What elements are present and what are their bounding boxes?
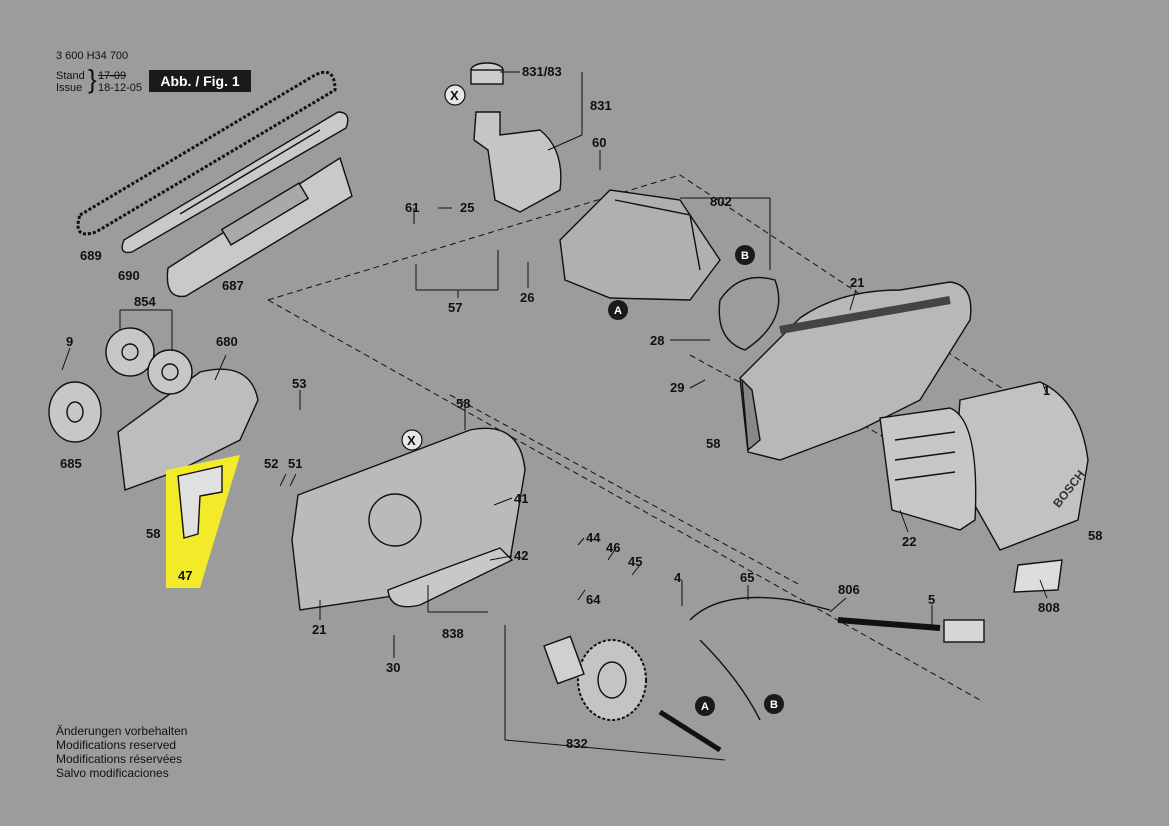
part-label-41: 41 [514,491,528,506]
part-label-47: 47 [178,568,192,583]
part-label-30: 30 [386,660,400,675]
part-label-65: 65 [740,570,754,585]
guide-bar-part [121,111,349,254]
part-label-26: 26 [520,290,534,305]
marker-b-harness: B [764,694,784,714]
footer-line-en: Modifications reserved [56,738,177,752]
part-label-1: 1 [1043,383,1050,398]
part-label-51: 51 [288,456,302,471]
part-label-58-c: 58 [706,436,720,451]
part-label-806: 806 [838,582,860,597]
svg-text:X: X [407,433,416,448]
motor-assembly-part [559,189,721,301]
part-label-58-a: 58 [456,396,470,411]
brace-glyph: } [88,64,97,94]
part-label-46: 46 [606,540,620,555]
gear-assembly-part [543,635,722,753]
issue-date: 18-12-05 [98,82,143,94]
issue-label: Issue [56,82,83,94]
highlighted-part-47 [166,455,240,588]
footer-line-fr: Modifications réservées [56,752,183,766]
svg-text:B: B [741,250,749,262]
part-label-831: 831 [590,98,612,113]
svg-text:X: X [450,88,459,103]
gasket-part [718,276,780,351]
figure-badge: Abb. / Fig. 1 [149,70,251,92]
footer-line-de: Änderungen vorbehalten [56,724,188,738]
part-label-802: 802 [710,194,732,209]
part-label-832: 832 [566,736,588,751]
part-label-838: 838 [442,626,464,641]
svg-text:B: B [770,699,778,711]
part-label-4: 4 [674,570,682,585]
leader-lines [61,71,1048,761]
part-label-52: 52 [264,456,278,471]
part-label-21-right: 21 [850,275,864,290]
stand-label: Stand [56,70,85,82]
part-label-831-83: 831/83 [522,64,562,79]
part-label-685: 685 [60,456,82,471]
part-label-53: 53 [292,376,306,391]
part-label-680: 680 [216,334,238,349]
chain-guard-part [166,156,353,298]
part-label-45: 45 [628,554,642,569]
part-label-25: 25 [460,200,474,215]
part-label-9: 9 [66,334,73,349]
part-label-58-d: 58 [1088,528,1102,543]
part-label-57: 57 [448,300,462,315]
part-label-22: 22 [902,534,916,549]
svg-text:A: A [614,305,622,317]
saw-chain-part [76,70,337,236]
oil-tank-part [470,62,562,213]
marker-b-motor: B [735,245,755,265]
part-label-808: 808 [1038,600,1060,615]
part-label-42: 42 [514,548,528,563]
sprocket-cover-part [117,368,259,491]
marker-a-harness: A [695,696,715,716]
document-number: 3 600 H34 700 [56,50,129,62]
wiring-harness-part [689,596,831,721]
part-label-21-left: 21 [312,622,326,637]
footer-line-es: Salvo modificaciones [56,766,169,780]
marker-x-housing: X [401,429,423,451]
footer-notice: Änderungen vorbehalten Modifications res… [56,724,187,780]
part-label-687: 687 [222,278,244,293]
part-label-61: 61 [405,200,419,215]
plate-part [1013,559,1063,593]
part-label-690: 690 [118,268,140,283]
sprocket-wheels-part [105,327,193,395]
stand-date: 17-09 [98,70,127,82]
part-label-60: 60 [592,135,606,150]
lever-part [387,547,514,608]
power-cable-part [837,617,985,643]
housing-right-part [739,281,972,461]
part-label-5: 5 [928,592,935,607]
part-label-64: 64 [586,592,601,607]
part-label-28: 28 [650,333,664,348]
part-label-689: 689 [80,248,102,263]
marker-x-top: X [444,84,466,106]
chain-wheel-part [48,381,102,443]
grip-shell-part [879,407,977,531]
part-label-854: 854 [134,294,156,309]
motor-housing-part [954,381,1089,551]
part-label-58-b: 58 [146,526,160,541]
marker-a-motor: A [608,300,628,320]
part-label-44: 44 [586,530,601,545]
part-label-29: 29 [670,380,684,395]
svg-text:A: A [701,701,709,713]
